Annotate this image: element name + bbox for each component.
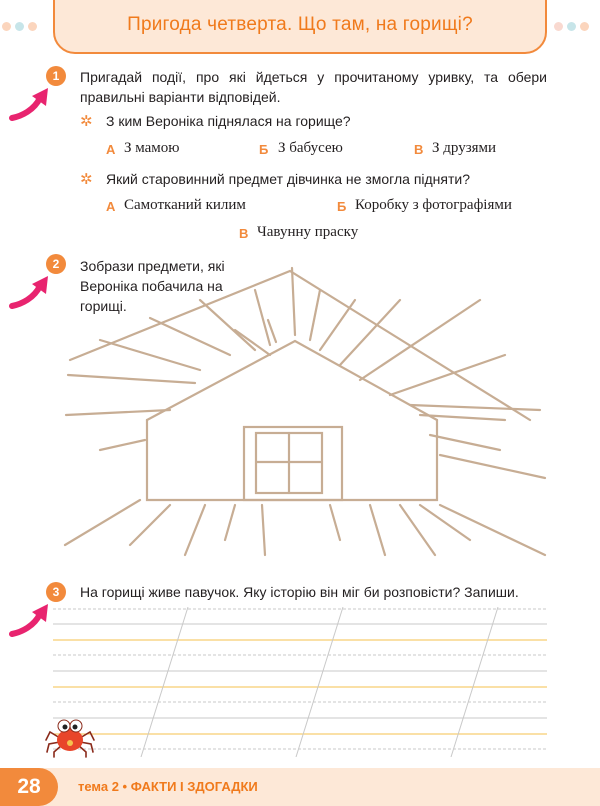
decorative-dots-left — [0, 22, 50, 32]
sun-bullet-icon: ✲ — [80, 171, 93, 188]
decorative-dot — [554, 22, 563, 31]
task-number-badge: 3 — [46, 582, 66, 602]
page-number: 28 — [0, 768, 58, 806]
option-letter: В — [414, 142, 424, 157]
decorative-dots-right — [552, 22, 600, 32]
decorative-dot — [567, 22, 576, 31]
decorative-dot — [580, 22, 589, 31]
decorative-dot — [15, 22, 24, 31]
option-letter: Б — [337, 199, 347, 214]
task2-instruction: Зобрази предмети, які Вероніка побачила … — [80, 258, 225, 314]
writing-lines[interactable] — [53, 607, 547, 757]
attic-drawing-area[interactable] — [58, 262, 550, 562]
arrow-icon — [9, 604, 48, 637]
arrow-icon — [9, 88, 48, 121]
arrow-icon — [9, 276, 48, 309]
option-text: З мамою — [124, 140, 180, 156]
option-text: Самотканий килим — [124, 197, 246, 213]
option-text: Коробку з фотографіями — [355, 197, 512, 213]
sun-bullet-icon: ✲ — [80, 113, 93, 130]
option-text: З друзями — [432, 140, 497, 156]
page-title: Пригода четверта. Що там, на горищі? — [127, 14, 473, 35]
option-letter: В — [239, 226, 249, 241]
question-1: З ким Вероніка піднялася на горище? — [106, 113, 351, 129]
option-text: Чавунну праску — [257, 224, 359, 240]
footer-bar — [0, 768, 600, 806]
page-title-banner: Пригода четверта. Що там, на горищі? — [53, 0, 547, 54]
spider-icon — [45, 719, 95, 758]
task-number-badge: 2 — [46, 254, 66, 274]
option-letter: Б — [259, 142, 269, 157]
decorative-dot — [28, 22, 37, 31]
topic-label: тема 2 • ФАКТИ І ЗДОГАДКИ — [78, 779, 258, 794]
task3-instruction: На горищі живе павучок. Яку історію він … — [80, 584, 519, 600]
option-text: З бабусею — [278, 140, 343, 156]
option-letter: А — [106, 199, 116, 214]
task1-instruction: Пригадай події, про які йдеться у прочит… — [80, 69, 547, 105]
question-2: Який старовинний предмет дівчинка не змо… — [106, 171, 471, 187]
option-letter: А — [106, 142, 116, 157]
decorative-dot — [2, 22, 11, 31]
task-number-badge: 1 — [46, 66, 66, 86]
